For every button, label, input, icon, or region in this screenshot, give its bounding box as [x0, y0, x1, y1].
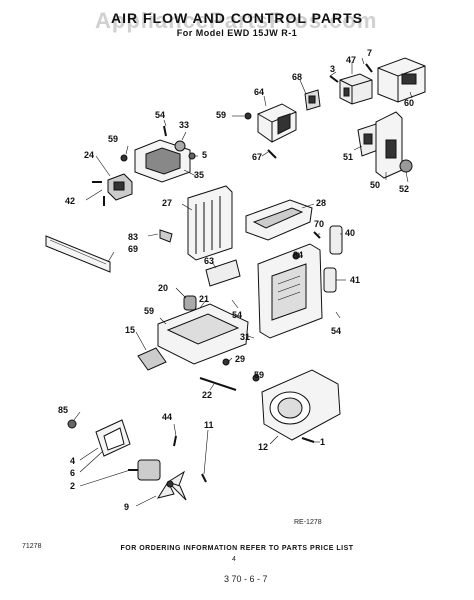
part-6-motor-bracket — [95, 419, 131, 457]
callout-1: 1 — [320, 437, 326, 447]
callout-24: 24 — [84, 150, 95, 160]
callout-2: 2 — [70, 481, 76, 491]
callout-42: 42 — [65, 196, 76, 206]
callout-50: 50 — [370, 180, 381, 190]
callout-84: 84 — [293, 250, 304, 260]
callout-83: 83 — [128, 232, 139, 242]
part-21-base-tray — [157, 303, 249, 365]
part-54-screw-a — [163, 125, 167, 137]
callout-44: 44 — [162, 412, 173, 422]
part-12-fan-shroud — [261, 369, 341, 441]
callout-12: 12 — [258, 442, 269, 452]
part-11-screw — [201, 473, 207, 483]
part-44-screw — [173, 435, 177, 447]
part-67-screw — [267, 149, 277, 159]
callout-60: 60 — [404, 98, 415, 108]
callout-70: 70 — [314, 219, 325, 229]
callout-22: 22 — [202, 390, 213, 400]
leader-lines — [73, 57, 413, 507]
part-27-air-duct — [187, 185, 233, 261]
part-85-grommet — [67, 419, 77, 429]
callout-54-a: 54 — [155, 110, 166, 120]
watermark: AppliancePartsPros.com — [95, 8, 378, 33]
page-title: AIR FLOW AND CONTROL PARTS — [110, 10, 364, 26]
callout-68: 68 — [292, 72, 303, 82]
part-64-damper — [257, 103, 297, 143]
part-63-filter — [205, 259, 241, 287]
part-47-control-switch — [339, 73, 373, 105]
part-52-knob — [399, 159, 413, 173]
callout-54-c: 54 — [331, 326, 342, 336]
callout-59-d: 59 — [254, 370, 265, 380]
callout-85: 85 — [58, 405, 69, 415]
part-2-fan-motor — [128, 459, 161, 481]
part-59-screw-b — [120, 154, 128, 162]
callout-67: 67 — [252, 152, 263, 162]
callout-4: 4 — [70, 456, 76, 466]
page-subtitle: For Model EWD 15JW R-1 — [176, 28, 298, 38]
part-69-trim — [45, 235, 111, 273]
callout-5: 5 — [202, 150, 208, 160]
part-50-bracket — [375, 111, 403, 179]
part-60-control-housing — [377, 57, 426, 103]
callout-21: 21 — [199, 294, 210, 304]
part-9-fan-blade — [156, 470, 187, 501]
callout-54-b: 54 — [232, 310, 243, 320]
left-code: 71278 — [22, 543, 42, 550]
part-70-screw — [313, 231, 321, 239]
callout-27: 27 — [162, 198, 173, 208]
callout-20: 20 — [158, 283, 169, 293]
callout-7: 7 — [367, 48, 373, 58]
callout-47: 47 — [346, 55, 357, 65]
callout-28: 28 — [316, 198, 327, 208]
callout-59-a: 59 — [216, 110, 227, 120]
part-59-screw-c — [252, 374, 260, 382]
part-33-knob — [174, 140, 186, 152]
part-3-screw — [329, 75, 339, 83]
part-22-rod — [199, 377, 237, 391]
callout-3: 3 — [330, 64, 336, 74]
diagram-code: RE-1278 — [294, 519, 322, 526]
callout-11: 11 — [204, 420, 214, 430]
part-24-switch — [107, 173, 133, 201]
part-20-knob — [183, 295, 197, 311]
footer-ordering-info: FOR ORDERING INFORMATION REFER TO PARTS … — [120, 545, 354, 552]
part-31-bulkhead — [257, 243, 323, 339]
part-83-clip — [159, 229, 173, 243]
part-68-bracket — [304, 89, 321, 111]
callout-29: 29 — [235, 354, 246, 364]
part-7-screw — [365, 63, 373, 73]
part-28-diffuser — [245, 199, 313, 241]
part-41-bracket — [323, 267, 337, 293]
part-51-bracket — [357, 123, 379, 157]
callout-40: 40 — [345, 228, 356, 238]
callout-41: 41 — [350, 275, 361, 285]
part-1-screw — [301, 437, 315, 443]
part-35-housing — [134, 139, 191, 183]
callout-59-c: 59 — [144, 306, 155, 316]
callout-15: 15 — [125, 325, 136, 335]
callout-6: 6 — [70, 468, 76, 478]
page-number: 4 — [232, 556, 236, 563]
part-59-screw-a — [244, 112, 252, 120]
part-40-bracket — [329, 225, 343, 255]
callout-31: 31 — [240, 332, 251, 342]
part-15-bracket — [137, 347, 167, 371]
callout-33: 33 — [179, 120, 190, 130]
callout-64: 64 — [254, 87, 265, 97]
part-29-screw — [222, 358, 230, 366]
callout-69: 69 — [128, 244, 139, 254]
callout-51: 51 — [343, 152, 354, 162]
callout-9: 9 — [124, 502, 130, 512]
callout-59-b: 59 — [108, 134, 119, 144]
callout-35: 35 — [194, 170, 205, 180]
handwritten-note: 3 70 - 6 - 7 — [224, 574, 268, 584]
callout-63: 63 — [204, 256, 215, 266]
callout-52: 52 — [399, 184, 410, 194]
